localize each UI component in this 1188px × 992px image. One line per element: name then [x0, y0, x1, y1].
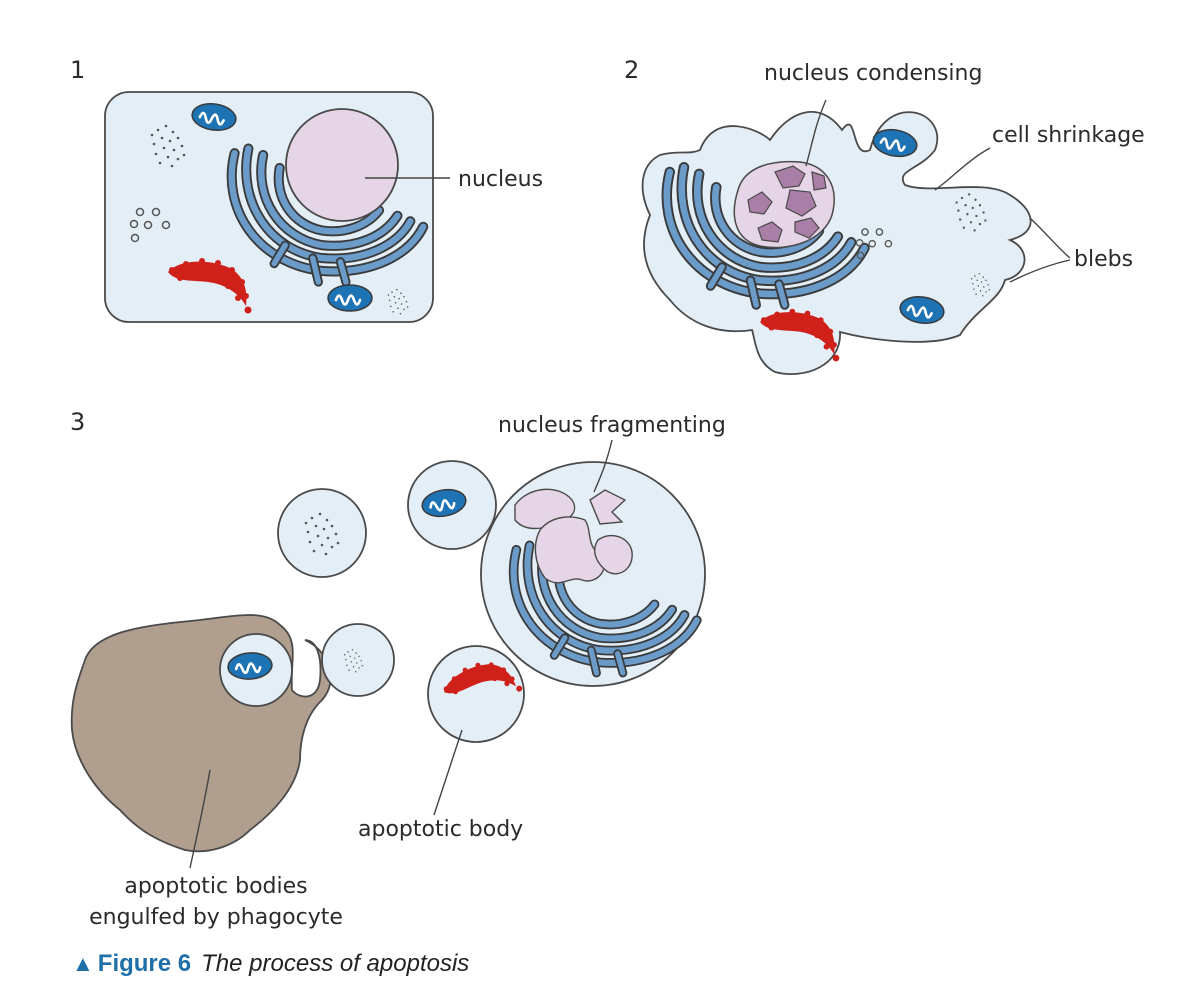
figure-caption: ▲Figure 6 The process of apoptosis — [72, 950, 469, 978]
fragmenting-leader-line — [593, 439, 613, 493]
stage-2-number: 2 — [624, 56, 639, 84]
label-nucleus-condensing: nucleus condensing — [764, 61, 982, 86]
label-nucleus: nucleus — [458, 167, 543, 192]
stage-1-number: 1 — [70, 56, 85, 84]
label-nucleus-fragmenting: nucleus fragmenting — [498, 413, 726, 438]
label-engulfed-line1: apoptotic bodies — [124, 874, 307, 899]
cell-2-condensed-chromatin — [747, 165, 827, 243]
apoptotic-body-er — [427, 645, 525, 743]
blebs-leader-line-a — [1029, 217, 1071, 259]
stage-2: 2 nucleus condensing cell shrinkage bleb… — [624, 56, 1145, 376]
cell-1-mitochondrion-b — [326, 283, 374, 313]
label-apoptotic-body: apoptotic body — [358, 817, 523, 842]
label-engulfed-line2: engulfed by phagocyte — [89, 905, 343, 930]
label-cell-shrinkage: cell shrinkage — [992, 123, 1145, 148]
engulfed-leader-line — [189, 769, 211, 869]
cell-1-nucleus — [285, 108, 399, 222]
blebs-leader-line-b — [1009, 259, 1071, 283]
apoptotic-body-small — [321, 623, 395, 697]
stage-1: 1 nucleus — [70, 56, 543, 323]
label-blebs: blebs — [1074, 247, 1133, 272]
shrinkage-leader-line — [934, 147, 991, 191]
caption-title: The process of apoptosis — [201, 950, 470, 977]
apoptotic-body-leader-line — [433, 729, 463, 816]
apoptotic-body-ribosomes — [277, 488, 367, 578]
stage-3-number: 3 — [70, 408, 85, 436]
condensing-leader-line — [805, 99, 827, 167]
stage-3: 3 nucleus fragmenting apoptotic body apo… — [70, 408, 726, 930]
caption-figure-number: Figure 6 — [97, 950, 192, 977]
nucleus-fragments — [514, 488, 633, 584]
caption-triangle-icon: ▲ — [72, 951, 94, 976]
